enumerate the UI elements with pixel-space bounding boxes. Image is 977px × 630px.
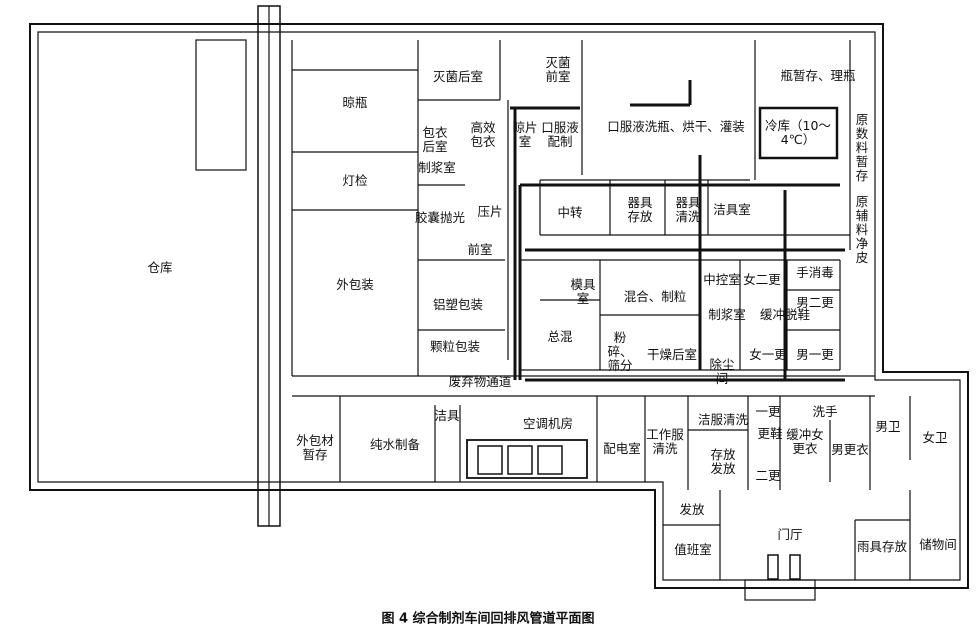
room-label-slurry-room: 制浆室 xyxy=(418,160,456,175)
room-label-total-mixing: 总混 xyxy=(547,329,573,344)
room-label-hand-wash: 洗手 xyxy=(812,404,838,419)
room-label-efficient-coating: 高效包衣 xyxy=(470,120,496,149)
room-label-bottle-cooling: 晾瓶 xyxy=(342,95,368,110)
room-label-mold-room: 模具室 xyxy=(570,277,596,306)
room-label-slurry-room-2: 制浆室 xyxy=(708,307,746,322)
room-label-store-dispense: 存放发放 xyxy=(710,447,736,476)
room-label-bottle-storage: 瓶暂存、理瓶 xyxy=(780,68,856,83)
room-label-outer-material-storage: 外包材暂存 xyxy=(296,433,334,462)
room-label-second-change: 二更 xyxy=(755,468,781,483)
room-label-capsule-polishing: 胶囊抛光 xyxy=(414,210,466,225)
room-label-outer-packing: 外包装 xyxy=(336,277,374,292)
room-label-granule-packing: 颗粒包装 xyxy=(429,339,481,354)
room-label-male-change-1: 男一更 xyxy=(796,347,834,362)
room-label-light-inspection: 灯检 xyxy=(342,173,368,188)
room-label-raw-material-cleaning: 原辅料净皮 xyxy=(855,194,869,265)
room-label-dispense: 发放 xyxy=(679,502,705,517)
room-label-oral-liquid-prep: 口服液配制 xyxy=(541,120,579,149)
room-label-first-change: 一更 xyxy=(755,404,781,419)
room-label-transfer: 中转 xyxy=(557,205,583,220)
room-label-alu-plastic-packing: 铝塑包装 xyxy=(432,297,484,312)
room-label-warehouse: 仓库 xyxy=(147,260,173,275)
room-label-tablet-cooling: 晾片室 xyxy=(512,120,538,149)
room-label-tablet-press: 压片 xyxy=(477,204,503,219)
room-label-hand-disinfect: 手消毒 xyxy=(796,265,834,280)
room-label-dust-removal: 除尘间 xyxy=(709,357,735,386)
room-label-female-toilet: 女卫 xyxy=(922,430,948,445)
figure-caption: 图 4 综合制剂车间回排风管道平面图 xyxy=(381,611,595,627)
room-label-male-change-2: 男二更 xyxy=(796,295,834,310)
room-label-lobby: 门厅 xyxy=(777,527,803,542)
room-label-cleaning-tools: 洁具室 xyxy=(713,202,751,217)
room-label-shoe-change: 更鞋 xyxy=(757,426,783,441)
room-label-storeroom: 储物间 xyxy=(919,537,957,552)
room-label-coating-back-room: 包衣后室 xyxy=(422,125,448,154)
room-label-power-room: 配电室 xyxy=(603,441,641,456)
room-label-anteroom: 前室 xyxy=(467,242,493,257)
room-label-buffer-female-change: 缓冲女更衣 xyxy=(786,427,824,456)
room-label-waste-corridor: 废弃物通道 xyxy=(448,374,512,389)
room-label-post-sterilization: 灭菌后室 xyxy=(432,69,484,84)
room-label-male-locker: 男更衣 xyxy=(831,442,869,457)
room-label-rain-gear: 雨具存放 xyxy=(856,539,908,554)
room-label-duty-room: 值班室 xyxy=(674,542,712,557)
room-label-female-change-1: 女一更 xyxy=(749,347,787,362)
room-label-tool-storage: 器具存放 xyxy=(627,195,653,224)
room-label-drying-back-room: 干燥后室 xyxy=(646,347,698,362)
room-label-ac-room: 空调机房 xyxy=(522,416,574,431)
room-label-female-change-2: 女二更 xyxy=(743,272,781,287)
room-label-control-room: 中控室 xyxy=(703,272,741,287)
room-label-male-toilet: 男卫 xyxy=(875,419,901,434)
room-label-raw-material-storage: 原数料暂存 xyxy=(855,112,869,183)
room-label-buffer-shoe: 缓冲脱鞋 xyxy=(759,307,811,322)
room-label-cold-storage: 冷库（10～4℃） xyxy=(765,118,831,147)
room-label-uniform-washing: 工作服清洗 xyxy=(646,427,684,456)
room-label-pure-water: 纯水制备 xyxy=(369,437,421,452)
room-label-pre-sterilization: 灭菌前室 xyxy=(545,55,571,84)
room-label-tool-cleaning: 器具清洗 xyxy=(675,195,701,224)
room-label-crushing-sieving: 粉碎、筛分 xyxy=(607,330,633,373)
room-label-janitor: 洁具 xyxy=(434,408,460,423)
room-label-mixing-granulating: 混合、制粒 xyxy=(623,289,687,304)
room-label-oral-liquid-filling: 口服液洗瓶、烘干、灌装 xyxy=(607,119,745,134)
room-label-clean-clothes-washing: 洁服清洗 xyxy=(697,412,749,427)
